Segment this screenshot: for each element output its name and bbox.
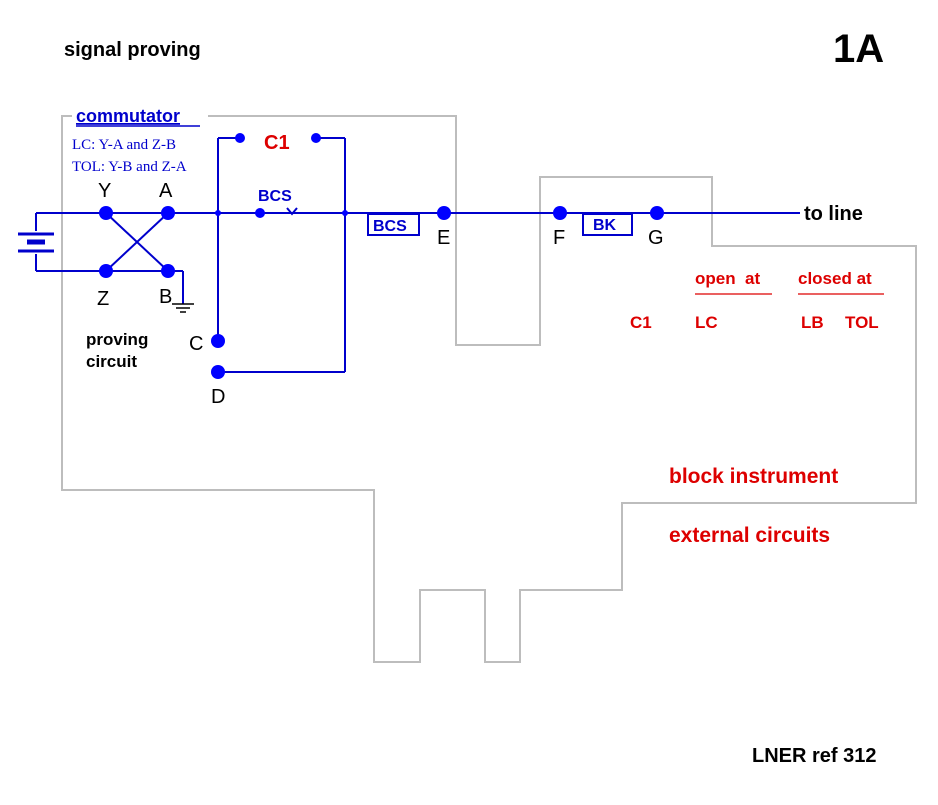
label-z: Z <box>97 288 109 310</box>
battery-symbol <box>18 212 106 272</box>
table-row-label: C1 <box>630 313 652 332</box>
table-header-open: open at <box>695 269 761 288</box>
bcs-box <box>367 213 420 236</box>
label-f: F <box>553 227 565 249</box>
terminal-b <box>161 264 175 278</box>
diagram-id: 1A <box>833 27 884 71</box>
c1-contact-label: C1 <box>264 132 290 154</box>
commutator-line-tol: TOL: Y-B and Z-A <box>72 159 187 175</box>
contact-state-table: open at closed at C1 LC LB TOL <box>630 269 884 332</box>
terminal-d <box>211 365 225 379</box>
terminal-e <box>437 206 451 220</box>
label-y: Y <box>98 180 111 202</box>
table-open-value: LC <box>695 313 718 332</box>
label-a: A <box>159 180 173 202</box>
proving-circuit-line2: circuit <box>86 352 137 371</box>
junction-dot <box>342 210 348 216</box>
table-closed-value-lb: LB <box>801 313 824 332</box>
terminal-y <box>99 206 113 220</box>
junction-dot <box>215 210 221 216</box>
c1-contact-left <box>235 133 245 143</box>
bcs-contact <box>255 208 265 218</box>
bk-box <box>582 213 633 236</box>
reference-label: LNER ref 312 <box>752 745 877 767</box>
block-instrument-outline <box>61 115 917 663</box>
block-instrument-label: block instrument <box>669 465 838 488</box>
label-b: B <box>159 286 172 308</box>
main-wiring <box>168 137 800 373</box>
external-circuits-label: external circuits <box>669 524 830 547</box>
to-line-label: to line <box>804 203 863 225</box>
commutator-line-lc: LC: Y-A and Z-B <box>72 137 176 153</box>
label-d: D <box>211 386 225 408</box>
terminal-z <box>99 264 113 278</box>
terminal-a <box>161 206 175 220</box>
table-closed-value-tol: TOL <box>845 313 879 332</box>
bcs-box-label: BCS <box>373 218 407 235</box>
bk-box-label: BK <box>593 217 617 234</box>
terminal-f <box>553 206 567 220</box>
terminal-g <box>650 206 664 220</box>
proving-circuit-line1: proving <box>86 330 148 349</box>
page-title: signal proving <box>64 39 201 61</box>
c1-contact-right <box>311 133 321 143</box>
bcs-contact-label: BCS <box>258 188 292 205</box>
label-c: C <box>189 333 203 355</box>
label-g: G <box>648 227 664 249</box>
earth-icon <box>172 303 194 313</box>
label-e: E <box>437 227 450 249</box>
table-header-closed: closed at <box>798 269 872 288</box>
terminal-c <box>211 334 225 348</box>
commutator-heading: commutator <box>76 106 180 126</box>
